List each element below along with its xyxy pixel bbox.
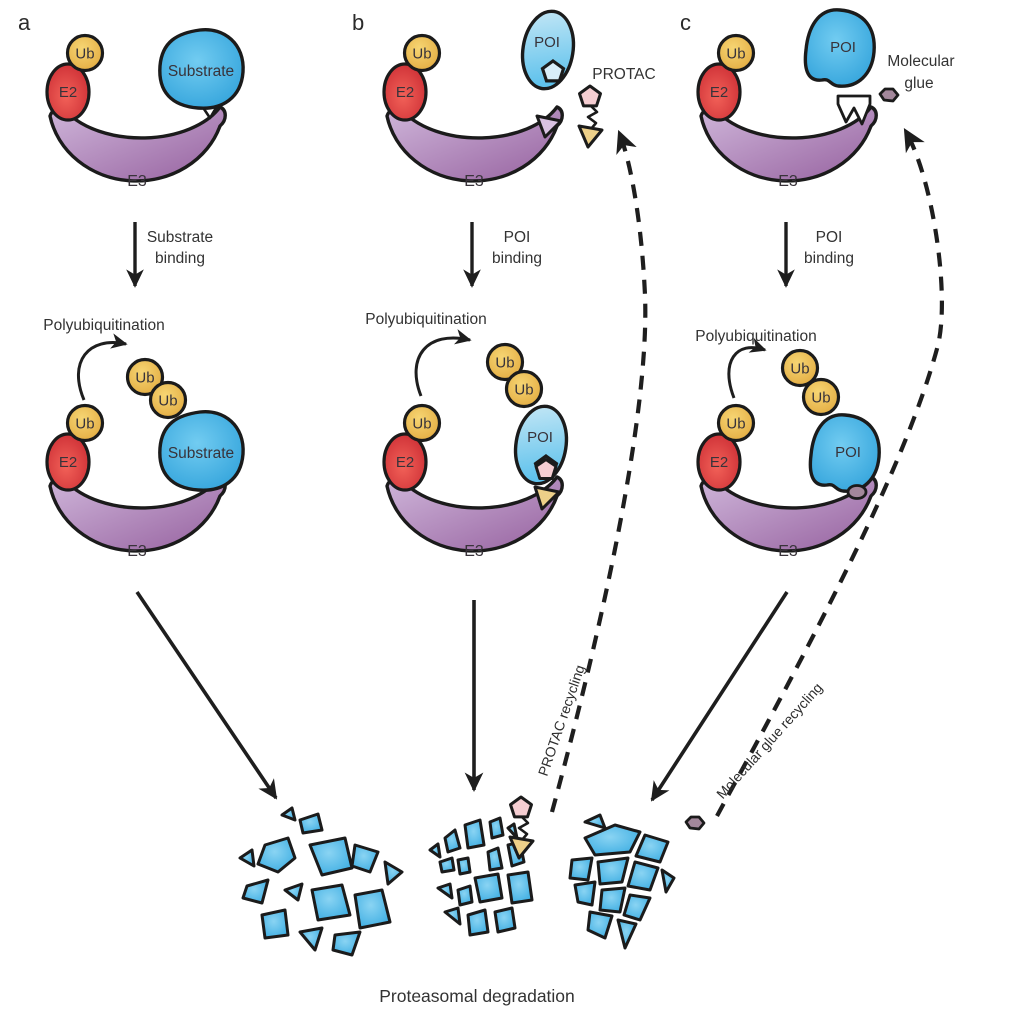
molecular-glue-label-line1: Molecular bbox=[887, 53, 954, 70]
debris-fragment bbox=[438, 856, 456, 874]
debris-fragment bbox=[241, 878, 270, 905]
poi-binding-label-c-line1: POI bbox=[816, 229, 843, 246]
debris-fragment bbox=[298, 812, 324, 835]
glue-recycling-arrow bbox=[715, 128, 944, 818]
protac-free-top bbox=[577, 84, 604, 149]
panel-letter-a: a bbox=[18, 10, 31, 35]
debris-fragment bbox=[596, 856, 630, 886]
poi-b-top bbox=[515, 5, 581, 95]
poi-binding-label-b-line1: POI bbox=[504, 229, 531, 246]
debris-fragment bbox=[583, 813, 607, 830]
debris-fragment bbox=[308, 836, 354, 877]
protac-label: PROTAC bbox=[592, 66, 655, 83]
substrate-a-top bbox=[158, 27, 245, 110]
debris-fragment bbox=[573, 880, 597, 907]
debris-fragment bbox=[428, 842, 442, 859]
substrate-binding-label-line1: Substrate bbox=[147, 229, 213, 246]
debris-fragment bbox=[634, 833, 670, 864]
debris-fragment bbox=[486, 846, 504, 872]
debris-fragment bbox=[488, 816, 505, 840]
debris-fragment bbox=[443, 906, 462, 926]
free-ubiquitin-b-2 bbox=[504, 369, 544, 409]
debris-fragment bbox=[260, 908, 290, 940]
debris-fragment bbox=[506, 870, 534, 905]
debris-fragment bbox=[626, 860, 660, 892]
protac-recycling-arrow bbox=[549, 129, 648, 813]
debris-fragment bbox=[456, 884, 474, 907]
molecular-glue-label-line2: glue bbox=[904, 75, 933, 92]
debris-fragment bbox=[586, 910, 614, 940]
ub-transfer-arrow-c bbox=[727, 337, 767, 399]
debris-fragment bbox=[660, 868, 676, 894]
protac-warhead-bound bbox=[534, 458, 558, 480]
debris-fragment bbox=[283, 882, 304, 902]
protac-e3-ligand-bound bbox=[533, 485, 561, 511]
substrate-a-middle bbox=[158, 409, 245, 492]
glue-released bbox=[684, 815, 706, 831]
glue-bound bbox=[846, 484, 868, 500]
polyubiquitination-label-a: Polyubiquitination bbox=[43, 317, 165, 334]
free-ubiquitin-a-2 bbox=[148, 380, 188, 420]
debris-cluster-b bbox=[428, 816, 534, 937]
debris-fragment bbox=[443, 828, 462, 854]
debris-cluster-a bbox=[238, 806, 404, 957]
poi-binding-label-c-line2: binding bbox=[804, 250, 854, 267]
e3-tip-notch-b bbox=[535, 114, 563, 139]
debris-fragment bbox=[436, 882, 454, 900]
e3-tip-bite-c bbox=[836, 94, 872, 126]
debris-fragment bbox=[622, 893, 652, 922]
debris-fragment bbox=[463, 818, 486, 850]
polyubiquitination-label-c: Polyubiquitination bbox=[695, 328, 817, 345]
debris-fragment bbox=[350, 843, 380, 874]
debris-fragment bbox=[353, 888, 392, 930]
poi-binding-label-b-line2: binding bbox=[492, 250, 542, 267]
degradation-arrow-c bbox=[650, 591, 789, 802]
debris-fragment bbox=[310, 883, 352, 922]
debris-fragment bbox=[298, 926, 324, 952]
proteasomal-degradation-caption: Proteasomal degradation bbox=[379, 986, 575, 1006]
substrate-binding-label-line2: binding bbox=[155, 250, 205, 267]
debris-fragment bbox=[456, 856, 472, 876]
debris-fragment bbox=[598, 886, 627, 914]
ub-transfer-arrow-b bbox=[414, 329, 472, 397]
debris-fragment bbox=[493, 906, 517, 934]
poi-c-top bbox=[803, 8, 876, 88]
glue-recycling-label: Molecular glue recycling bbox=[713, 679, 825, 801]
poi-c-middle bbox=[808, 413, 881, 493]
debris-fragment bbox=[568, 856, 594, 882]
debris-fragment bbox=[383, 860, 404, 886]
degradation-arrow-a bbox=[135, 590, 278, 800]
glue-free-top bbox=[878, 87, 900, 103]
debris-fragment bbox=[616, 918, 638, 950]
debris-fragment bbox=[331, 930, 362, 957]
debris-fragment bbox=[238, 848, 256, 868]
debris-fragment bbox=[280, 806, 297, 822]
debris-fragment bbox=[506, 822, 519, 840]
debris-fragment bbox=[473, 872, 504, 904]
free-ubiquitin-c-2 bbox=[801, 377, 841, 417]
panel-letter-b: b bbox=[352, 10, 364, 35]
debris-cluster-c bbox=[568, 813, 676, 950]
ub-transfer-arrow-a bbox=[77, 333, 128, 401]
debris-fragment bbox=[466, 908, 490, 937]
debris-fragment bbox=[583, 823, 642, 857]
panel-letter-c: c bbox=[680, 10, 691, 35]
protac-recycling-label: PROTAC recycling bbox=[535, 663, 588, 778]
polyubiquitination-label-b: Polyubiquitination bbox=[365, 311, 487, 328]
debris-fragment bbox=[256, 836, 297, 874]
